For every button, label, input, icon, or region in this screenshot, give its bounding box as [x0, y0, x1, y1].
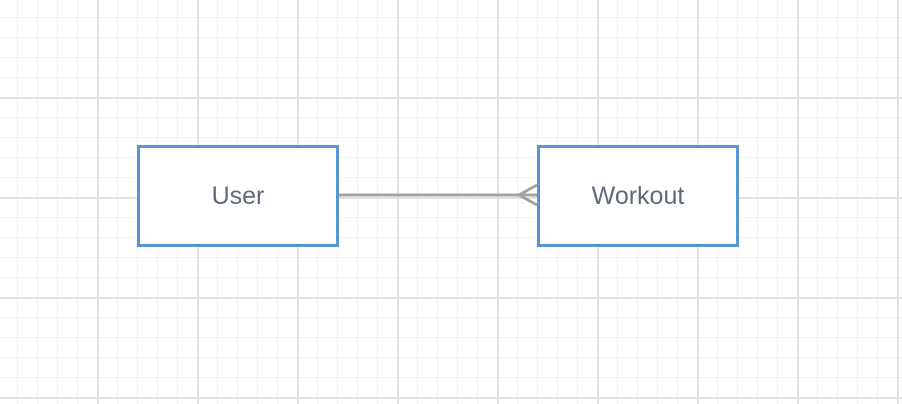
- entity-label: Workout: [591, 181, 685, 210]
- relationship-user-workout[interactable]: [339, 183, 538, 207]
- entity-workout[interactable]: Workout: [537, 145, 739, 247]
- entity-user[interactable]: User: [137, 145, 339, 247]
- entity-label: User: [211, 181, 265, 210]
- crows-foot-many-icon: [515, 183, 538, 207]
